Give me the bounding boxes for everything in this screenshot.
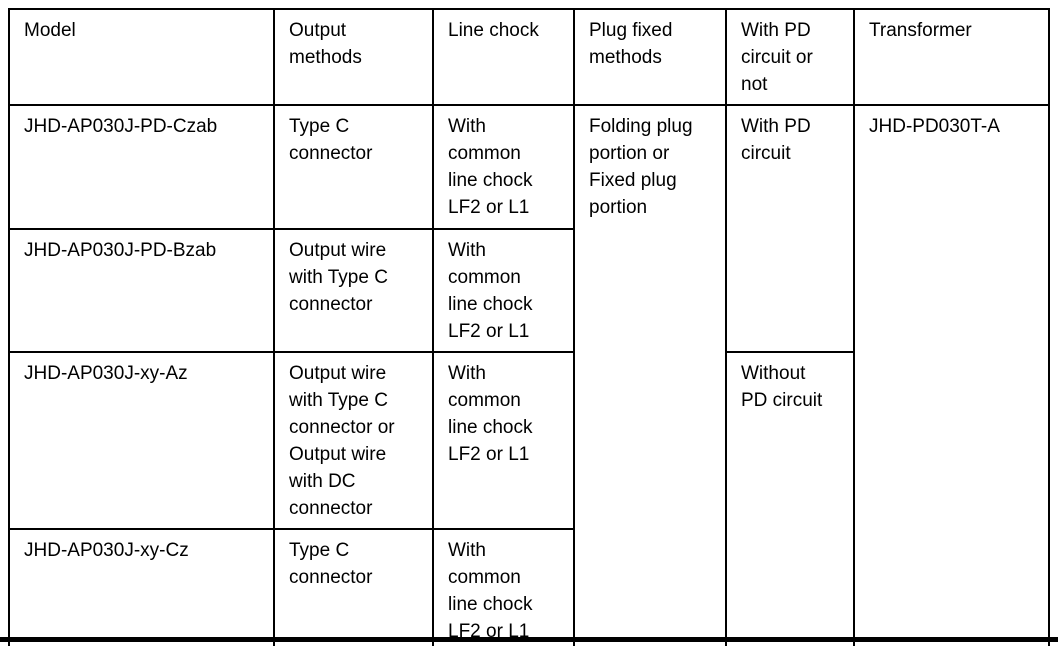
product-spec-table: Model Output methods Line chock Plug fix… [8, 8, 1050, 646]
cell-model: JHD-AP030J-xy-Az [8, 351, 275, 530]
cell-output-method: Type C connector [273, 528, 434, 646]
cell-line-chock: With common line chock LF2 or L1 [432, 351, 575, 530]
header-transformer: Transformer [853, 8, 1050, 106]
cell-output-method: Output wire with Type C connector [273, 228, 434, 353]
cell-model: JHD-AP030J-xy-Cz [8, 528, 275, 646]
table-row: JHD-AP030J-xy-Cz Type C connector With c… [8, 528, 1049, 646]
cell-output-method: Output wire with Type C connector or Out… [273, 351, 434, 530]
cell-line-chock: With common line chock LF2 or L1 [432, 528, 575, 646]
header-pd-circuit: With PD circuit or not [725, 8, 855, 106]
bottom-rule-divider [0, 637, 1058, 642]
cell-model: JHD-AP030J-PD-Bzab [8, 228, 275, 353]
header-plug-fixed-methods: Plug fixed methods [573, 8, 727, 106]
cell-line-chock: With common line chock LF2 or L1 [432, 228, 575, 353]
table-row: JHD-AP030J-PD-Czab Type C connector With… [8, 104, 1050, 646]
cell-plug-fixed-methods: Folding plug portion or Fixed plug porti… [573, 104, 727, 646]
cell-transformer: JHD-PD030T-A [853, 104, 1050, 646]
cell-pd-with: With PD circuit [725, 104, 855, 353]
cell-model: JHD-AP030J-PD-Czab [8, 104, 275, 230]
table-row: JHD-AP030J-xy-Az Output wire with Type C… [8, 351, 1049, 646]
cell-output-method: Type C connector [273, 104, 434, 230]
header-model: Model [8, 8, 275, 106]
cell-pd-without: Without PD circuit [725, 351, 855, 646]
table-header-row: Model Output methods Line chock Plug fix… [8, 8, 1050, 106]
header-line-chock: Line chock [432, 8, 575, 106]
table-row: JHD-AP030J-PD-Bzab Output wire with Type… [8, 228, 1049, 353]
cell-line-chock: With common line chock LF2 or L1 [432, 104, 575, 230]
header-output-methods: Output methods [273, 8, 434, 106]
